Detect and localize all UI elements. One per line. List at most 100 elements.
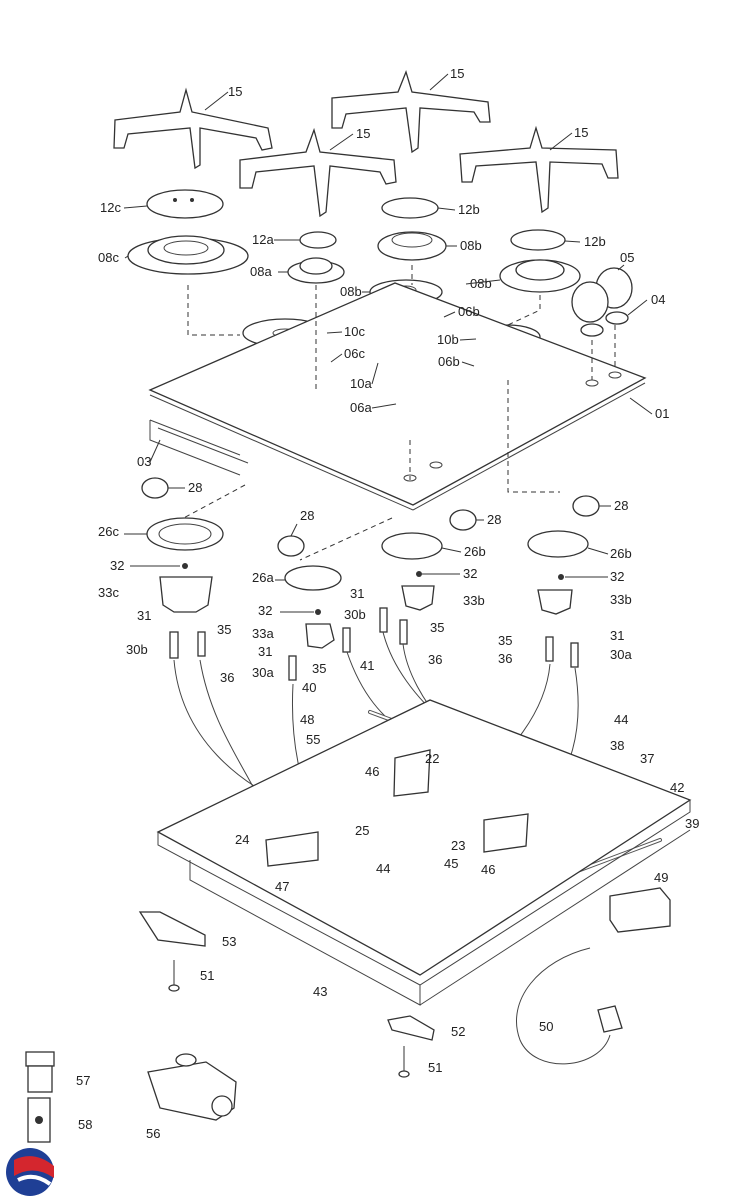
label-56: 56 (146, 1126, 160, 1141)
label-33b: 33b (463, 593, 485, 608)
label-46: 46 (365, 764, 379, 779)
label-26b: 26b (610, 546, 632, 561)
label-35: 35 (312, 661, 326, 676)
burner-head-08b-right (499, 259, 581, 293)
label-43: 43 (313, 984, 327, 999)
label-42: 42 (670, 780, 684, 795)
glass-top-01 (148, 282, 647, 511)
assembly-lines (179, 265, 616, 561)
label-10c: 10c (344, 324, 365, 339)
label-31: 31 (610, 628, 624, 643)
screw-51 (168, 960, 410, 1078)
label-39: 39 (685, 816, 699, 831)
label-57: 57 (76, 1073, 90, 1088)
burner-cap-12c (146, 189, 224, 219)
label-35: 35 (217, 622, 231, 637)
label-08c: 08c (98, 250, 119, 265)
thermocouples-igniters (169, 607, 579, 681)
label-15: 15 (450, 66, 464, 81)
label-32: 32 (463, 566, 477, 581)
bracket-53 (138, 911, 206, 947)
label-15: 15 (574, 125, 588, 140)
label-33c: 33c (98, 585, 119, 600)
burner-cap-12b-right (510, 229, 566, 251)
label-22: 22 (425, 751, 439, 766)
bracket-46 (393, 749, 529, 853)
label-30a: 30a (610, 647, 632, 662)
label-49: 49 (654, 870, 668, 885)
screw-32 (182, 563, 564, 615)
burner-head-08a (287, 257, 345, 284)
pan-support-15-left (113, 87, 273, 170)
chassis-43 (156, 699, 692, 1006)
label-05: 05 (620, 250, 634, 265)
label-55: 55 (306, 732, 320, 747)
label-32: 32 (110, 558, 124, 573)
label-03: 03 (137, 454, 151, 469)
label-15: 15 (228, 84, 242, 99)
label-23: 23 (451, 838, 465, 853)
label-58: 58 (78, 1117, 92, 1132)
burner-head-08b-top (377, 231, 447, 261)
label-12b: 12b (584, 234, 606, 249)
pan-support-15-right (459, 125, 619, 214)
label-32: 32 (610, 569, 624, 584)
label-32: 32 (258, 603, 272, 618)
label-06b: 06b (458, 304, 480, 319)
label-28: 28 (188, 480, 202, 495)
label-12b: 12b (458, 202, 480, 217)
label-24: 24 (235, 832, 249, 847)
label-06a: 06a (350, 400, 372, 415)
label-15: 15 (356, 126, 370, 141)
label-36: 36 (428, 652, 442, 667)
label-25: 25 (355, 823, 369, 838)
burner-head-08c (127, 235, 249, 275)
label-48: 48 (300, 712, 314, 727)
label-12a: 12a (252, 232, 274, 247)
label-04: 04 (651, 292, 665, 307)
label-08b: 08b (470, 276, 492, 291)
label-36: 36 (220, 670, 234, 685)
burner-cap-12a (299, 231, 337, 249)
burner-base-26 (146, 517, 589, 591)
fitting-58 (27, 1097, 51, 1143)
label-06c: 06c (344, 346, 365, 361)
gas-regulator-56 (147, 1053, 237, 1121)
label-47: 47 (275, 879, 289, 894)
label-41: 41 (360, 658, 374, 673)
seal-03 (149, 419, 249, 476)
terminal-block-49 (609, 887, 671, 933)
label-12c: 12c (100, 200, 121, 215)
label-31: 31 (350, 586, 364, 601)
label-33a: 33a (252, 626, 274, 641)
leader-lines (123, 73, 653, 613)
label-44: 44 (614, 712, 628, 727)
label-31: 31 (258, 644, 272, 659)
label-26a: 26a (252, 570, 274, 585)
label-08b: 08b (340, 284, 362, 299)
label-35: 35 (430, 620, 444, 635)
label-30b: 30b (126, 642, 148, 657)
label-38: 38 (610, 738, 624, 753)
label-28: 28 (300, 508, 314, 523)
power-cord-50 (516, 947, 623, 1065)
label-08b: 08b (460, 238, 482, 253)
pan-support-15-center (239, 127, 397, 218)
label-52: 52 (451, 1024, 465, 1039)
label-51: 51 (428, 1060, 442, 1075)
knob-bezel-04 (580, 311, 629, 337)
label-10a: 10a (350, 376, 372, 391)
label-46: 46 (481, 862, 495, 877)
label-45: 45 (444, 856, 458, 871)
label-08a: 08a (250, 264, 272, 279)
pan-support-15-top-right (331, 70, 491, 154)
label-30a: 30a (252, 665, 274, 680)
label-10b: 10b (437, 332, 459, 347)
label-50: 50 (539, 1019, 553, 1034)
label-28: 28 (487, 512, 501, 527)
label-33b: 33b (610, 592, 632, 607)
label-35: 35 (498, 633, 512, 648)
label-51: 51 (200, 968, 214, 983)
label-30b: 30b (344, 607, 366, 622)
